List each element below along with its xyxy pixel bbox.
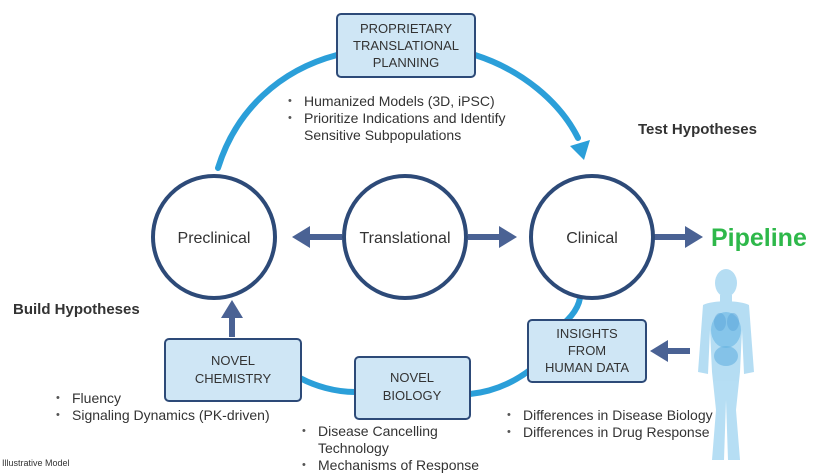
cycle-arc-left xyxy=(215,52,340,171)
box-insights-human-data: INSIGHTS FROM HUMAN DATA xyxy=(527,319,647,383)
cycle-arc-bottom-left xyxy=(298,375,356,395)
arrow-chemistry-to-preclinical xyxy=(221,300,243,337)
box-biology-line-2: BIOLOGY xyxy=(383,388,442,403)
arrow-clinical-to-pipeline xyxy=(654,226,703,248)
box-planning-line-2: TRANSLATIONAL xyxy=(353,38,459,53)
biology-bullet-list: Disease Cancelling Technology Mechanisms… xyxy=(300,423,480,474)
node-translational-label: Translational xyxy=(359,230,450,247)
cycle-arc-right xyxy=(472,52,581,141)
heading-test-hypotheses: Test Hypotheses xyxy=(638,121,757,138)
list-item: Differences in Disease Biology xyxy=(505,407,755,424)
cycle-arc-bottom-mid xyxy=(469,367,532,397)
box-novel-biology: NOVEL BIOLOGY xyxy=(354,356,471,420)
bidirectional-arrow-left xyxy=(292,226,342,248)
footnote: Illustrative Model xyxy=(2,458,70,468)
box-chemistry-line-1: NOVEL xyxy=(211,353,255,368)
chemistry-bullet-list: Fluency Signaling Dynamics (PK-driven) xyxy=(54,390,304,424)
arrow-human-to-insights xyxy=(650,340,690,362)
planning-bullet-list: Humanized Models (3D, iPSC) Prioritize I… xyxy=(286,93,546,144)
list-item: Differences in Drug Response xyxy=(505,424,755,441)
node-translational: Translational xyxy=(342,174,468,300)
pipeline-label: Pipeline xyxy=(711,224,807,252)
list-item: Fluency xyxy=(54,390,304,407)
cycle-arc-arrowhead xyxy=(570,140,590,160)
node-clinical-label: Clinical xyxy=(566,230,618,247)
list-item: Prioritize Indications and Identify Sens… xyxy=(286,110,546,144)
box-insights-line-3: HUMAN DATA xyxy=(545,360,629,375)
box-novel-chemistry: NOVEL CHEMISTRY xyxy=(164,338,302,402)
box-planning-line-1: PROPRIETARY xyxy=(360,21,452,36)
box-biology-line-1: NOVEL xyxy=(390,370,434,385)
arrow-translational-to-clinical xyxy=(468,226,517,248)
insights-bullet-list: Differences in Disease Biology Differenc… xyxy=(505,407,755,441)
list-item: Signaling Dynamics (PK-driven) xyxy=(54,407,304,424)
box-chemistry-line-2: CHEMISTRY xyxy=(195,371,272,386)
node-preclinical-label: Preclinical xyxy=(178,230,251,247)
list-item: Disease Cancelling Technology xyxy=(300,423,480,457)
node-clinical: Clinical xyxy=(529,174,655,300)
human-body-icon xyxy=(698,269,754,460)
list-item: Mechanisms of Response xyxy=(300,457,480,474)
list-item: Humanized Models (3D, iPSC) xyxy=(286,93,546,110)
heading-build-hypotheses: Build Hypotheses xyxy=(13,301,140,318)
box-insights-line-1: INSIGHTS xyxy=(556,326,618,341)
box-planning-line-3: PLANNING xyxy=(373,55,439,70)
box-translational-planning: PROPRIETARY TRANSLATIONAL PLANNING xyxy=(336,13,476,78)
node-preclinical: Preclinical xyxy=(151,174,277,300)
box-insights-line-2: FROM xyxy=(568,343,606,358)
